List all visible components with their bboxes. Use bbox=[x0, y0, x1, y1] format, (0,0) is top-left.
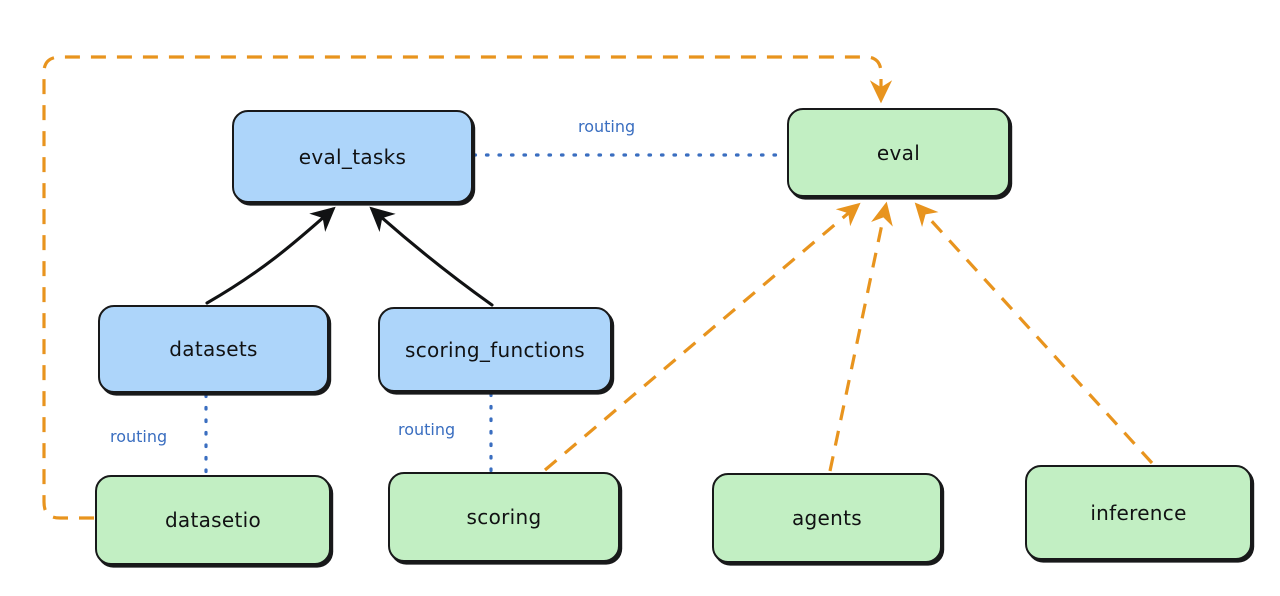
edge-scoring-functions-to-eval-tasks bbox=[369, 206, 494, 307]
node-label-datasets: datasets bbox=[169, 337, 258, 361]
edge-label-routing-scoring: routing bbox=[398, 420, 456, 439]
node-label-scoring: scoring bbox=[466, 505, 542, 529]
node-datasets[interactable]: datasets bbox=[98, 305, 329, 393]
node-label-eval-tasks: eval_tasks bbox=[298, 144, 407, 169]
node-agents[interactable]: agents bbox=[712, 473, 942, 563]
node-datasetio[interactable]: datasetio bbox=[95, 475, 331, 565]
node-label-agents: agents bbox=[792, 506, 862, 530]
edge-label-routing-datasetio: routing bbox=[110, 427, 168, 446]
node-label-datasetio: datasetio bbox=[164, 508, 262, 532]
node-label-eval: eval bbox=[876, 140, 921, 165]
node-label-inference: inference bbox=[1090, 500, 1187, 525]
node-eval[interactable]: eval bbox=[787, 108, 1010, 197]
node-label-scoring-functions: scoring_functions bbox=[404, 337, 586, 362]
node-scoring[interactable]: scoring bbox=[388, 472, 620, 562]
edge-datasets-to-eval-tasks bbox=[205, 206, 336, 305]
edge-agents-to-eval bbox=[828, 201, 893, 472]
node-scoring-functions[interactable]: scoring_functions bbox=[378, 307, 612, 392]
edge-label-routing-eval: routing bbox=[578, 117, 636, 136]
node-inference[interactable]: inference bbox=[1025, 465, 1252, 560]
edge-inference-to-eval bbox=[914, 202, 1154, 465]
node-eval-tasks[interactable]: eval_tasks bbox=[232, 110, 473, 203]
